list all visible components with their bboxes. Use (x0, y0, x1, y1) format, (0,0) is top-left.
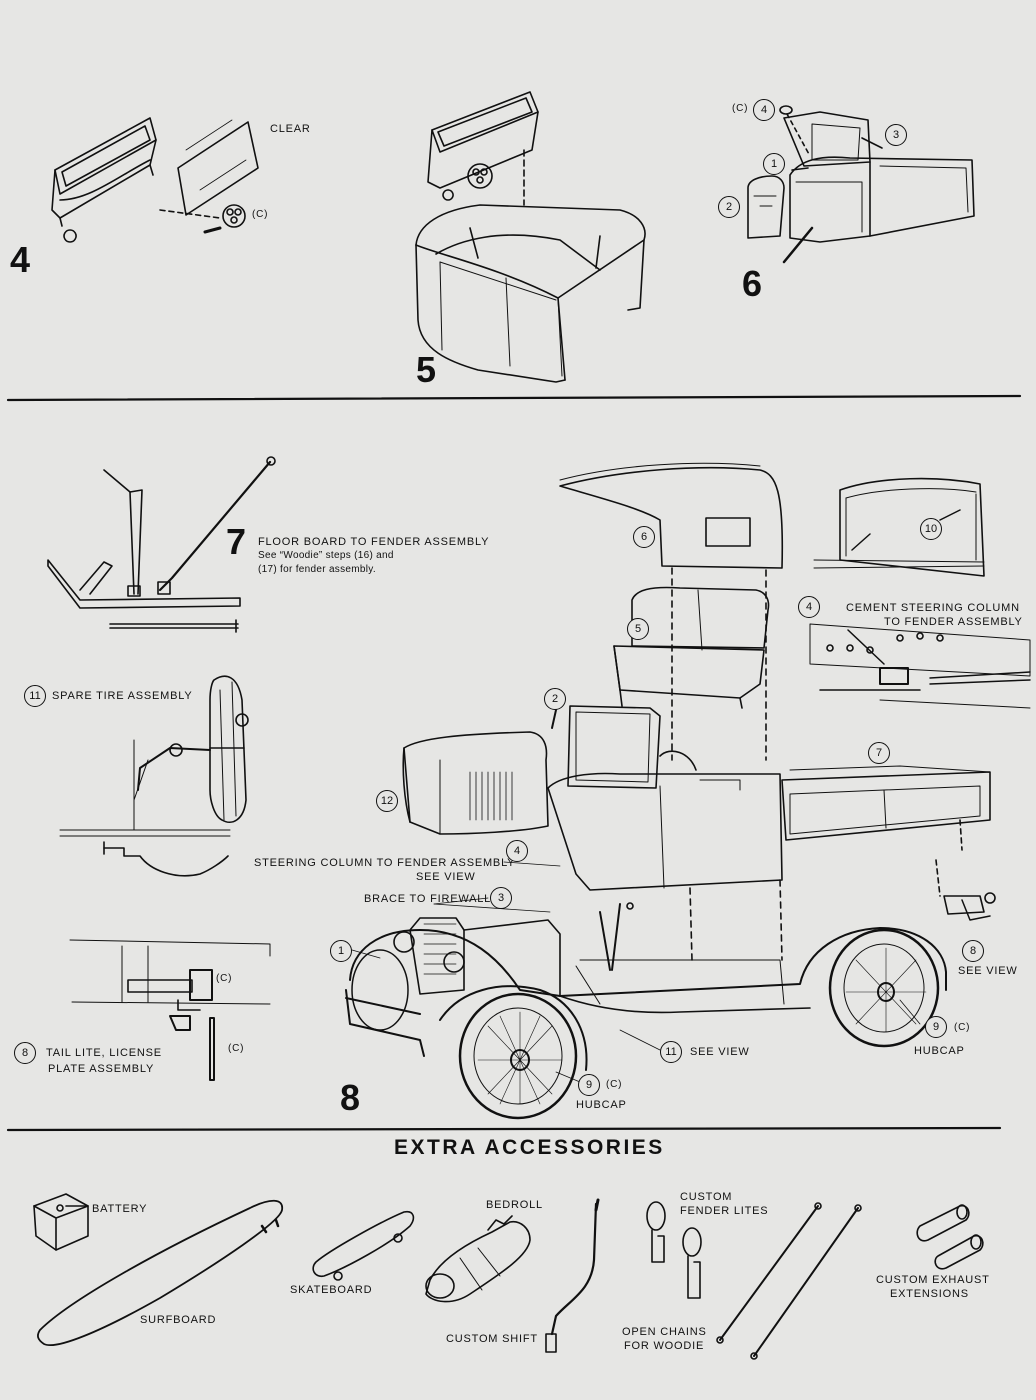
steering-column-label-line2: SEE VIEW (416, 871, 476, 883)
part-number-11: 11 (660, 1041, 682, 1063)
step-number-6: 6 (742, 263, 763, 304)
extra-accessories-heading: EXTRA ACCESSORIES (394, 1136, 665, 1159)
cement-marker: (C) (228, 1043, 245, 1054)
step6-drawing (748, 106, 974, 262)
step-number-5: 5 (416, 349, 437, 390)
cement-marker: (C) (732, 103, 749, 114)
tail-lite-label-line1: TAIL LITE, LICENSE (46, 1047, 162, 1059)
cement-steering-label-line1: CEMENT STEERING COLUMN (846, 602, 1020, 614)
exhaust-label-line2: EXTENSIONS (890, 1288, 969, 1300)
step8-cab-drawing (548, 706, 990, 890)
part-number-10: 10 (920, 518, 942, 540)
step8-chassis-drawing (346, 860, 995, 1118)
step8-top-drawing (560, 463, 782, 760)
part-number-4: 4 (798, 596, 820, 618)
clear-label: CLEAR (270, 123, 311, 135)
step8-cement-view (810, 624, 1030, 708)
custom-shift-label: CUSTOM SHIFT (446, 1333, 538, 1345)
part-number-4: 4 (506, 840, 528, 862)
step7-note-line1: See “Woodie” steps (16) and (258, 550, 394, 561)
tail-lite-label-line2: PLATE ASSEMBLY (48, 1063, 155, 1075)
brace-label: BRACE TO FIREWALL (364, 893, 492, 905)
step8-taillite-drawing (70, 940, 270, 1080)
part-number-6: 6 (633, 526, 655, 548)
cement-marker: (C) (252, 209, 269, 220)
part-number-8: 8 (14, 1042, 36, 1064)
step8-top10-drawing (814, 479, 984, 576)
part-number-9: 9 (925, 1016, 947, 1038)
see-view-label: SEE VIEW (690, 1046, 750, 1058)
hubcap-label: HUBCAP (914, 1045, 965, 1057)
part-number-1: 1 (330, 940, 352, 962)
step7-note-line2: (17) for fender assembly. (258, 564, 376, 575)
bedroll-label: BEDROLL (486, 1199, 543, 1211)
part-number-1: 1 (763, 153, 785, 175)
cement-steering-label-line2: TO FENDER ASSEMBLY (884, 616, 1023, 628)
spare-tire-label: SPARE TIRE ASSEMBLY (52, 690, 193, 702)
part-number-12: 12 (376, 790, 398, 812)
part-number-9: 9 (578, 1074, 600, 1096)
part-number-11: 11 (24, 685, 46, 707)
open-chains-label-line2: FOR WOODIE (624, 1340, 705, 1352)
part-number-7: 7 (868, 742, 890, 764)
step5-drawing (416, 92, 645, 382)
section-divider-top (8, 396, 1020, 400)
cement-marker: (C) (606, 1079, 623, 1090)
steering-column-label-line1: STEERING COLUMN TO FENDER ASSEMBLY (254, 857, 516, 869)
hubcap-label: HUBCAP (576, 1099, 627, 1111)
part-number-4: 4 (753, 99, 775, 121)
fender-lites-label-line1: CUSTOM (680, 1191, 733, 1203)
part-number-2: 2 (718, 196, 740, 218)
exhaust-label-line1: CUSTOM EXHAUST (876, 1274, 990, 1286)
cement-marker: (C) (216, 973, 233, 984)
step7-title: FLOOR BOARD TO FENDER ASSEMBLY (258, 536, 490, 548)
surfboard-label: SURFBOARD (140, 1314, 217, 1326)
section-divider-bottom (8, 1128, 1000, 1130)
extras-drawings (34, 1194, 983, 1359)
skateboard-label: SKATEBOARD (290, 1284, 373, 1296)
cement-marker: (C) (954, 1022, 971, 1033)
battery-label: BATTERY (92, 1203, 148, 1215)
part-number-3: 3 (490, 887, 512, 909)
part-number-8: 8 (962, 940, 984, 962)
step-number-4: 4 (10, 239, 31, 280)
step8-hood-drawing (403, 732, 548, 834)
step8-seat-drawing (614, 588, 769, 709)
step-number-7: 7 (226, 521, 247, 562)
step8-leader-lines (352, 710, 920, 1082)
step8-spare-drawing (60, 676, 248, 876)
part-number-5: 5 (627, 618, 649, 640)
open-chains-label-line1: OPEN CHAINS (622, 1326, 707, 1338)
fender-lites-label-line2: FENDER LITES (680, 1205, 769, 1217)
step-number-8: 8 (340, 1077, 361, 1118)
step4-drawing (52, 118, 258, 242)
step7-drawing (48, 457, 275, 632)
part-number-3: 3 (885, 124, 907, 146)
part-number-2: 2 (544, 688, 566, 710)
see-view-label: SEE VIEW (958, 965, 1018, 977)
